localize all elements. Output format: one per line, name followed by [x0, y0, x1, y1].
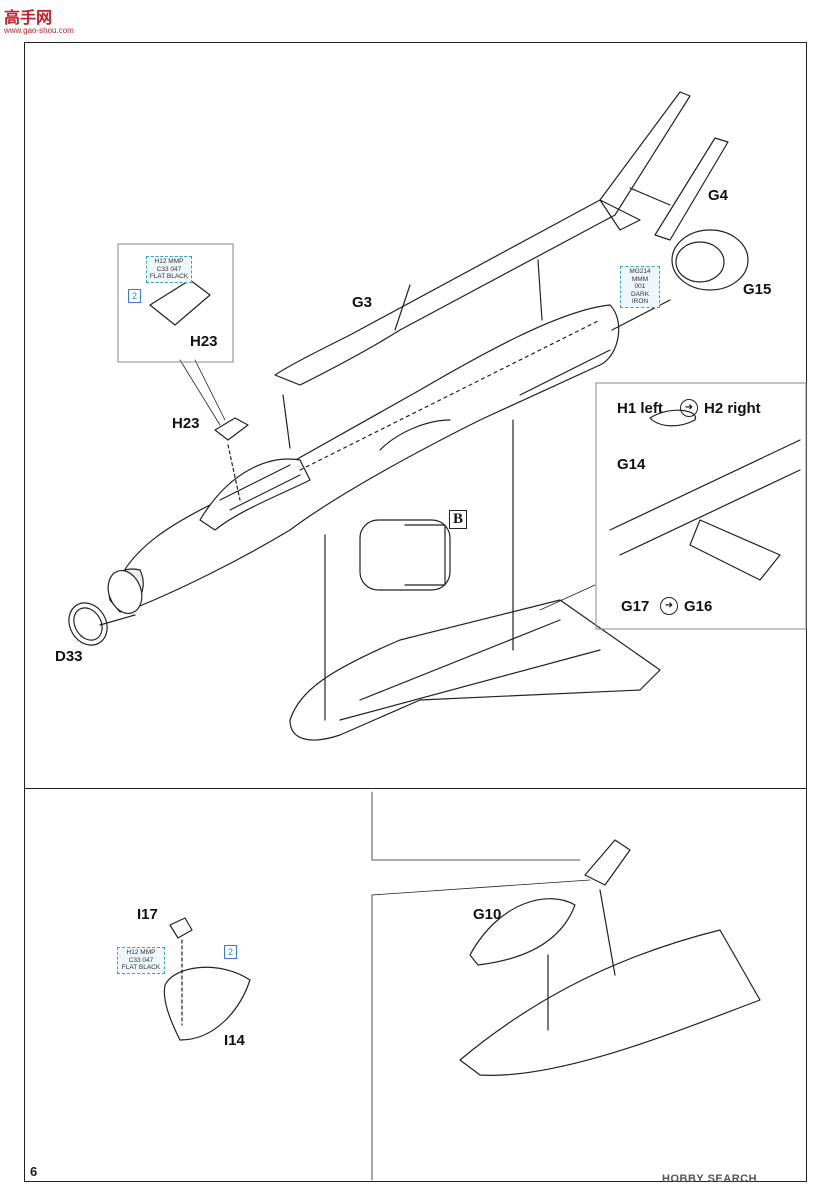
part-label-d33: D33: [55, 648, 83, 665]
arrow-circle-icon: ➜: [680, 399, 698, 417]
step-number-i14: 2: [224, 945, 237, 959]
part-label-h2-right: H2 right: [704, 400, 761, 417]
part-label-h23-inset: H23: [190, 333, 218, 350]
paint-tag-i17: H12 MMP C33 047 FLAT BLACK: [117, 947, 165, 974]
subassembly-b-label: B: [449, 510, 468, 529]
paint-tag-h23: H12 MMP C33 047 FLAT BLACK: [146, 256, 192, 283]
part-label-g14: G14: [617, 456, 646, 473]
part-label-g10: G10: [473, 906, 502, 923]
part-label-h1-left: H1 left: [617, 400, 663, 417]
part-label-g17: G17: [621, 598, 650, 615]
part-label-g4: G4: [708, 187, 729, 204]
step-number-h23: 2: [128, 289, 141, 303]
watermark-url: www.gao-shou.com: [4, 26, 74, 35]
part-label-g16: G16: [684, 598, 713, 615]
footer-source: HOBBY SEARCH: [662, 1173, 758, 1185]
watermark-title: 高手网: [4, 10, 53, 27]
part-label-g3: G3: [352, 294, 373, 311]
part-label-g15: G15: [743, 281, 772, 298]
arrow-circle-icon: ➜: [660, 597, 678, 615]
site-watermark: 高手网 www.gao-shou.com: [4, 4, 74, 35]
part-label-i14: I14: [224, 1032, 245, 1049]
section-divider: [24, 788, 807, 789]
page-number: 6: [30, 1164, 38, 1179]
paint-tag-g15: MG214 MMM 001 DARK IRON: [620, 266, 660, 308]
part-label-h23: H23: [172, 415, 200, 432]
part-label-i17: I17: [137, 906, 158, 923]
